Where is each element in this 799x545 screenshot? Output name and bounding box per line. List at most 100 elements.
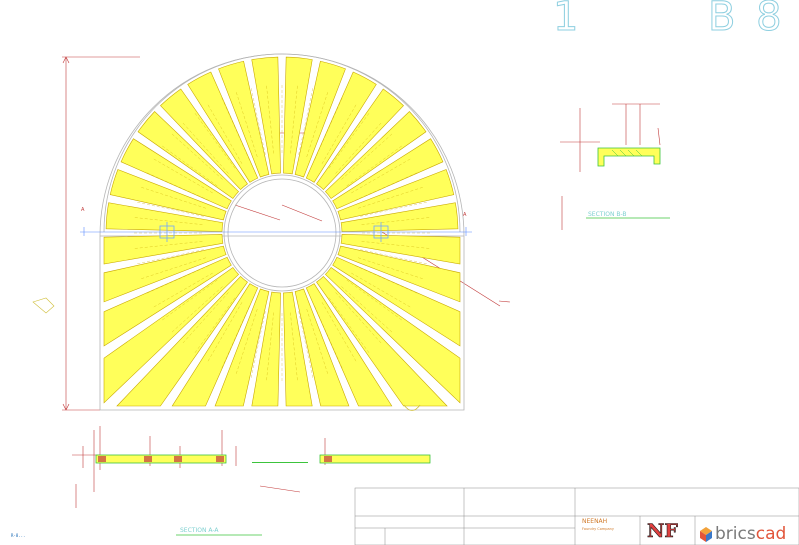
- grate-wedge-lower: [294, 288, 350, 407]
- grate-hatch-line: [170, 132, 223, 180]
- grate-hatch-line: [160, 144, 218, 187]
- company-name: NEENAH: [582, 518, 608, 525]
- grate-wedge-upper: [187, 71, 259, 183]
- grate-hatch-line: [341, 132, 394, 180]
- grate-wedge-upper: [305, 71, 377, 183]
- grate-hatch-line: [206, 103, 243, 164]
- grate-hatch-line: [139, 186, 206, 209]
- grate-hatch-line: [235, 90, 258, 157]
- grate-wedge-lower: [103, 256, 232, 347]
- grate-hatch-line: [235, 309, 258, 376]
- grate-hatch-line: [132, 217, 203, 225]
- svg-text:NF: NF: [647, 520, 678, 542]
- cut-label-left: A: [81, 207, 85, 213]
- grate-wedge-upper: [120, 138, 232, 210]
- grate-wedge-lower: [305, 283, 393, 407]
- hub-markers: [159, 222, 389, 242]
- grate-wedge-lower: [283, 291, 313, 407]
- orientation-marker: [32, 297, 55, 314]
- grate-hatch-line: [358, 257, 425, 280]
- brand-suffix: cad: [755, 524, 787, 544]
- grate-wedge-lower: [116, 275, 248, 407]
- grate-hatch-line: [250, 311, 266, 380]
- grate-hatch-line: [306, 90, 329, 157]
- grate-hatch-line: [290, 312, 298, 383]
- grate-hatch-line: [341, 286, 394, 334]
- section-b-profile: [597, 147, 661, 167]
- grate-hatch-line: [298, 311, 314, 380]
- grate-wedge-upper: [340, 202, 459, 232]
- grate-wedge-upper: [137, 111, 240, 199]
- bricscad-logo-icon: [700, 527, 712, 542]
- title-block: [354, 487, 799, 545]
- grate-hatch-line: [152, 272, 213, 309]
- grate-hatch-line: [298, 86, 314, 155]
- grate-wedge-upper: [294, 60, 346, 178]
- grate-wedge-lower: [324, 267, 461, 404]
- grate-wedge-lower: [332, 256, 461, 347]
- grate-frame: [99, 53, 465, 411]
- grate-hatch-line: [361, 217, 432, 225]
- grate-wedge-lower: [103, 245, 227, 303]
- grate-hatch-line: [193, 111, 236, 169]
- grate-hatch-line: [314, 95, 344, 160]
- grate-segments: [103, 56, 461, 407]
- grate-hatch-line: [139, 257, 206, 280]
- grate-hatch-line: [144, 171, 209, 201]
- grate-hatch-line: [335, 121, 383, 174]
- grate-wedge-lower: [214, 288, 270, 407]
- grate-hatch-line: [220, 95, 250, 160]
- section-a-label: SECTION A-A: [180, 527, 219, 534]
- grate-hatch-line: [306, 309, 329, 376]
- grate-wedge-lower: [337, 245, 461, 303]
- grate-hatch-line: [360, 201, 429, 217]
- grate-hatch-line: [314, 306, 344, 371]
- grate-hatch-line: [160, 279, 218, 322]
- section-b-label: SECTION B-B: [588, 211, 627, 218]
- grate-hatch-line: [355, 171, 420, 201]
- grate-hatch-line: [321, 103, 358, 164]
- grate-wedge-lower: [103, 267, 240, 404]
- grate-hatch-line: [328, 111, 371, 169]
- grate-hatch-line: [135, 249, 204, 265]
- grate-hatch-line: [193, 297, 236, 355]
- sheet-code: B 8: [708, 0, 786, 41]
- section-cut-line: [80, 227, 472, 236]
- grate-wedge-lower: [340, 234, 461, 265]
- grate-wedge-upper: [337, 169, 455, 221]
- grate-hatch-line: [181, 292, 229, 345]
- grate-wedge-upper: [332, 138, 444, 210]
- grate-wedge-lower: [316, 275, 448, 407]
- bricscad-brand: bricscad: [715, 524, 786, 544]
- grate-hatch-line: [351, 272, 412, 309]
- grate-wedge-lower: [171, 283, 259, 407]
- grate-hatch-line: [346, 279, 404, 322]
- grate-hatch-line: [321, 302, 358, 363]
- grate-hatch-line: [135, 201, 204, 217]
- section-b-detail: [560, 103, 661, 230]
- section-a-detail: [72, 426, 326, 508]
- grate-hatch-line: [351, 157, 412, 194]
- grate-hatch-line: [181, 121, 229, 174]
- grate-hatch-line: [361, 241, 432, 249]
- grate-hatch-line: [355, 265, 420, 295]
- file-label: R-8...: [11, 533, 26, 538]
- grate-wedge-upper: [324, 111, 427, 199]
- grate-wedge-upper: [283, 56, 313, 175]
- grate-wedge-lower: [251, 291, 281, 407]
- grate-hatch-line: [360, 249, 429, 265]
- grate-hatch-line: [290, 83, 298, 154]
- grate-hatch-line: [206, 302, 243, 363]
- brand-prefix: brics: [715, 524, 756, 544]
- grate-wedge-lower: [103, 234, 224, 265]
- grate-hatch-line: [328, 297, 371, 355]
- company-logo: NF: [645, 518, 689, 542]
- grate-hatch-line: [266, 83, 274, 154]
- grate-wedge-upper: [105, 202, 224, 232]
- section-a-profile: [95, 454, 431, 464]
- grate-hatch-line: [170, 286, 223, 334]
- grate-hatch-line: [250, 86, 266, 155]
- grate-hatch-line: [152, 157, 213, 194]
- grate-hatch-line: [144, 265, 209, 295]
